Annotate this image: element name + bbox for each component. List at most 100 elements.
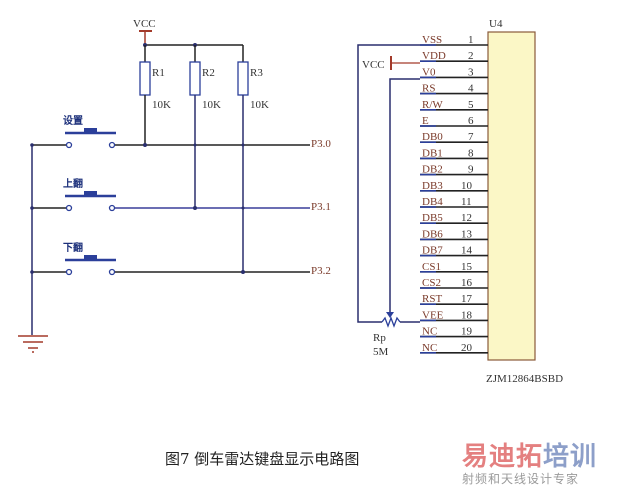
watermark-tagline: 射频和天线设计专家 — [462, 472, 580, 486]
pin-name: V0 — [422, 66, 436, 78]
port-label: P3.2 — [311, 265, 331, 277]
pin-number: 15 — [461, 261, 473, 273]
pin-number: 13 — [461, 228, 473, 240]
button-label: 上翻 — [63, 177, 83, 190]
pin-number: 2 — [468, 50, 474, 62]
pin-7: DB0 7 — [420, 131, 488, 143]
pin-name: DB3 — [422, 180, 443, 192]
pin-number: 17 — [461, 293, 473, 305]
pin-15: CS1 15 — [420, 261, 488, 273]
pin-name: VSS — [422, 34, 442, 46]
pin-number: 5 — [468, 99, 474, 111]
pin-13: DB6 13 — [420, 228, 488, 240]
vcc-label-right: VCC — [362, 59, 385, 71]
pin-name: CS2 — [422, 277, 441, 289]
resistor-r2: R2 10K — [189, 45, 221, 111]
pin-name: DB0 — [422, 131, 443, 143]
watermark-logo: 易迪拓培训 — [462, 436, 597, 473]
port-label: P3.0 — [311, 138, 331, 150]
pin-number: 19 — [461, 326, 473, 338]
pin-name: DB1 — [422, 147, 443, 159]
watermark-text-b: 培训 — [543, 442, 598, 472]
pin-3: V0 3 — [420, 66, 488, 78]
vcc-symbol-right: VCC — [362, 56, 420, 71]
resistor-value: 10K — [152, 99, 171, 111]
resistor-ref: R1 — [152, 67, 165, 79]
pin-name: DB2 — [422, 164, 443, 176]
pin-name: DB7 — [422, 245, 443, 257]
pin-number: 20 — [461, 342, 473, 354]
pot-ref: Rp — [373, 332, 386, 344]
pin-number: 18 — [461, 309, 473, 321]
ground-icon — [18, 335, 48, 353]
resistor-ref: R2 — [202, 67, 215, 79]
pin-14: DB7 14 — [420, 245, 488, 257]
pin-4: RS 4 — [420, 83, 488, 95]
pin-number: 6 — [468, 115, 474, 127]
schematic: VCC R1 10K R2 10K R3 10K 设置 P3.0 上翻 P3.1 下翻 P3.2 U… — [18, 18, 563, 385]
pin-name: E — [422, 115, 429, 127]
lcd-chip-body — [487, 31, 536, 361]
pin-number: 14 — [461, 245, 473, 257]
pin-2: VDD 2 — [420, 50, 488, 62]
pin-17: RST 17 — [420, 293, 488, 305]
port-label: P3.1 — [311, 201, 331, 213]
figure-caption: 图7 倒车雷达键盘显示电路图 — [165, 450, 360, 468]
chip-part-number: ZJM12864BSBD — [486, 373, 563, 385]
pin-name: RST — [422, 293, 442, 305]
potentiometer-icon — [381, 312, 420, 328]
resistor-value: 10K — [250, 99, 269, 111]
pin-number: 10 — [461, 180, 473, 192]
pin-10: DB3 10 — [420, 180, 488, 192]
vcc-label-left: VCC — [133, 18, 156, 30]
pin-11: DB4 11 — [420, 196, 488, 208]
pin-name: NC — [422, 342, 437, 354]
pin-number: 9 — [468, 164, 474, 176]
pin-number: 3 — [468, 66, 474, 78]
pin-number: 7 — [468, 131, 474, 143]
pin-name: NC — [422, 326, 437, 338]
chip-ref: U4 — [489, 18, 503, 30]
resistor-ref: R3 — [250, 67, 263, 79]
pin-20: NC 20 — [420, 342, 488, 354]
pin-8: DB1 8 — [420, 147, 488, 159]
resistor-r1: R1 10K — [139, 45, 171, 111]
pin-name: RS — [422, 83, 435, 95]
vcc-symbol-left: VCC — [133, 18, 156, 45]
pin-9: DB2 9 — [420, 164, 488, 176]
pin-name: R/W — [422, 99, 443, 111]
pot-value: 5M — [373, 346, 389, 358]
pin-name: VEE — [422, 309, 444, 321]
pin-name: VDD — [422, 50, 446, 62]
pin-5: R/W 5 — [420, 99, 488, 111]
pin-18: VEE 18 — [420, 309, 488, 321]
pin-number: 8 — [468, 147, 474, 159]
v0-wire — [389, 78, 420, 312]
pushbutton-3: 下翻 P3.2 — [30, 241, 331, 277]
resistor-body — [189, 61, 201, 96]
pin-number: 1 — [468, 34, 474, 46]
pin-name: CS1 — [422, 261, 441, 273]
pin-number: 12 — [461, 212, 472, 224]
pin-number: 16 — [461, 277, 473, 289]
resistor-body — [237, 61, 249, 96]
button-label: 下翻 — [63, 241, 83, 254]
pin-16: CS2 16 — [420, 277, 488, 289]
pin-12: DB5 12 — [420, 212, 488, 224]
button-label: 设置 — [63, 114, 83, 127]
pin-19: NC 19 — [420, 326, 488, 338]
watermark-text-a: 易迪拓 — [462, 442, 544, 472]
pin-number: 4 — [468, 83, 474, 95]
resistor-body — [139, 61, 151, 96]
pin-number: 11 — [461, 196, 472, 208]
pin-name: DB6 — [422, 228, 443, 240]
pin-1: VSS 1 — [420, 34, 488, 46]
vss-wire — [357, 44, 420, 323]
resistor-r3: R3 10K — [237, 45, 269, 111]
pin-name: DB5 — [422, 212, 443, 224]
resistor-value: 10K — [202, 99, 221, 111]
pushbutton-2: 上翻 P3.1 — [30, 177, 331, 213]
pin-name: DB4 — [422, 196, 443, 208]
pushbutton-1: 设置 P3.0 — [30, 114, 331, 150]
